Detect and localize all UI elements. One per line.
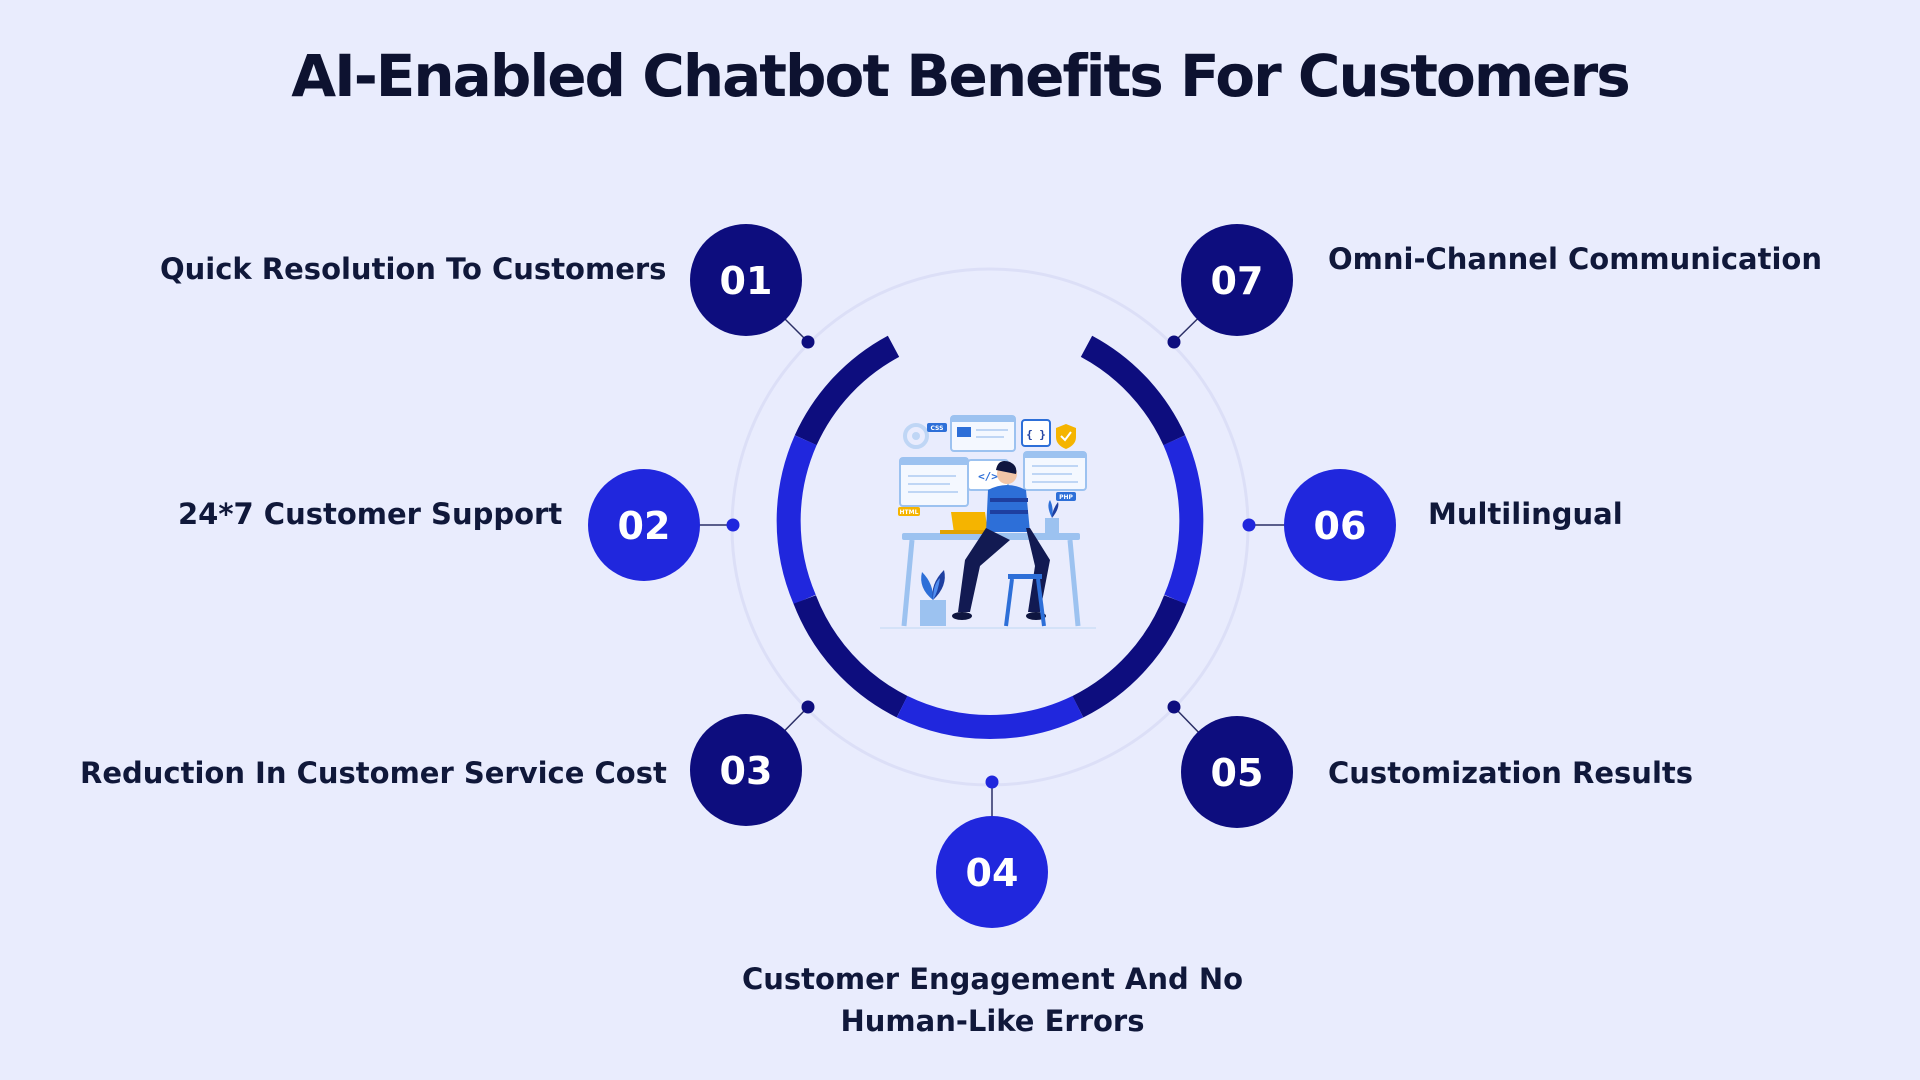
ring-segment-bottom-right	[1072, 595, 1187, 718]
benefit-number: 04	[966, 851, 1019, 895]
benefit-label-04: Customer Engagement And No Human-Like Er…	[741, 962, 1244, 1038]
number-circle	[690, 714, 802, 826]
ring-segment-left	[776, 435, 817, 605]
benefit-node-06: 06	[1242, 469, 1396, 581]
php-badge: PHP	[1059, 494, 1073, 501]
benefit-number: 01	[720, 259, 773, 303]
benefit-label-02: 24*7 Customer Support	[178, 497, 563, 531]
chair	[1008, 574, 1042, 579]
benefit-node-02: 02	[588, 469, 740, 581]
plant-icon	[1045, 500, 1059, 534]
benefit-node-01: 01	[690, 224, 815, 349]
connector-dot	[726, 518, 740, 532]
braces-badge: { }	[1026, 428, 1046, 441]
shield-check-icon	[1056, 424, 1076, 449]
segmented-ring	[776, 335, 1204, 740]
number-circle	[1181, 224, 1293, 336]
number-circle	[690, 224, 802, 336]
laptop	[951, 512, 988, 533]
benefit-number: 02	[618, 504, 671, 548]
number-circle	[936, 816, 1048, 928]
connector-dot	[1167, 335, 1181, 349]
ring-segment-top-left	[794, 335, 900, 446]
connector-dot	[1242, 518, 1256, 532]
benefit-nodes: 01 02 03 04 05 06 07	[588, 224, 1396, 928]
page-title: AI-Enabled Chatbot Benefits For Customer…	[291, 42, 1631, 110]
ring-segment-right	[1163, 435, 1204, 605]
benefit-label-05: Customization Results	[1328, 756, 1694, 790]
connector-dot	[801, 335, 815, 349]
window-braces	[1021, 419, 1051, 447]
benefit-label-03: Reduction In Customer Service Cost	[80, 756, 667, 790]
ring-segment-bottom	[896, 695, 1084, 740]
number-circle	[1284, 469, 1396, 581]
benefit-label-06: Multilingual	[1428, 497, 1623, 531]
floor-plant-icon	[920, 570, 946, 626]
benefit-number: 07	[1211, 259, 1264, 303]
benefit-number: 06	[1314, 504, 1367, 548]
benefit-node-04: 04	[936, 775, 1048, 928]
connector-dot	[985, 775, 999, 789]
benefit-node-03: 03	[690, 700, 815, 826]
benefit-label-07: Omni-Channel Communication	[1328, 242, 1822, 276]
benefit-label-01: Quick Resolution To Customers	[160, 252, 667, 286]
ring-segment-bottom-left	[793, 595, 908, 718]
benefit-node-07: 07	[1167, 224, 1293, 349]
benefit-node-05: 05	[1167, 700, 1293, 828]
connector-dot	[1167, 700, 1181, 714]
ring-segment-top-right	[1080, 335, 1186, 446]
connector-dot	[801, 700, 815, 714]
number-circle	[1181, 716, 1293, 828]
window-left	[899, 457, 969, 507]
benefit-number: 05	[1211, 751, 1264, 795]
code-tag-badge: </>	[978, 470, 998, 483]
gear-icon	[903, 423, 929, 449]
html-badge: HTML	[900, 509, 919, 516]
number-circle	[588, 469, 700, 581]
benefit-number: 03	[720, 749, 773, 793]
css-badge: CSS	[931, 425, 944, 432]
developer-at-desk-illustration: </> { } CSS HTML PHP	[880, 415, 1096, 629]
